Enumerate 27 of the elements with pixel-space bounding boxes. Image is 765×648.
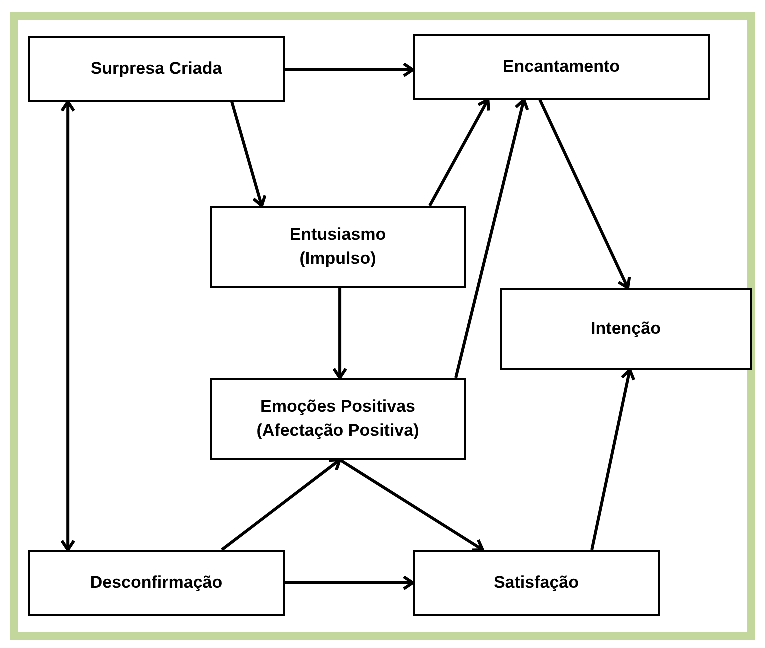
process-box — [28, 550, 285, 616]
box-label: Emoções Positivas — [260, 396, 416, 418]
process-box — [210, 206, 466, 288]
box-label: Surpresa Criada — [90, 58, 222, 80]
process-box — [28, 36, 285, 102]
box-label: Encantamento — [502, 56, 620, 78]
box-label: Intenção — [591, 318, 661, 340]
arrow — [221, 458, 342, 552]
arrow — [590, 368, 636, 550]
box-label: (Afectação Positiva) — [256, 420, 420, 442]
box-label: Satisfação — [494, 572, 580, 594]
box-label: Entusiasmo — [290, 224, 386, 246]
box-label: (Impulso) — [300, 248, 376, 270]
process-box — [413, 550, 660, 616]
arrow — [332, 288, 348, 380]
arrow — [428, 98, 491, 207]
process-box — [500, 288, 752, 370]
arrow — [454, 98, 530, 378]
arrow — [538, 99, 632, 290]
arrow — [285, 576, 414, 590]
arrow — [230, 102, 267, 208]
arrow — [285, 62, 414, 78]
arrow — [60, 100, 76, 552]
box-label: Desconfirmação — [90, 572, 223, 594]
process-box — [413, 34, 710, 100]
process-box — [210, 378, 466, 460]
arrow — [339, 458, 484, 552]
